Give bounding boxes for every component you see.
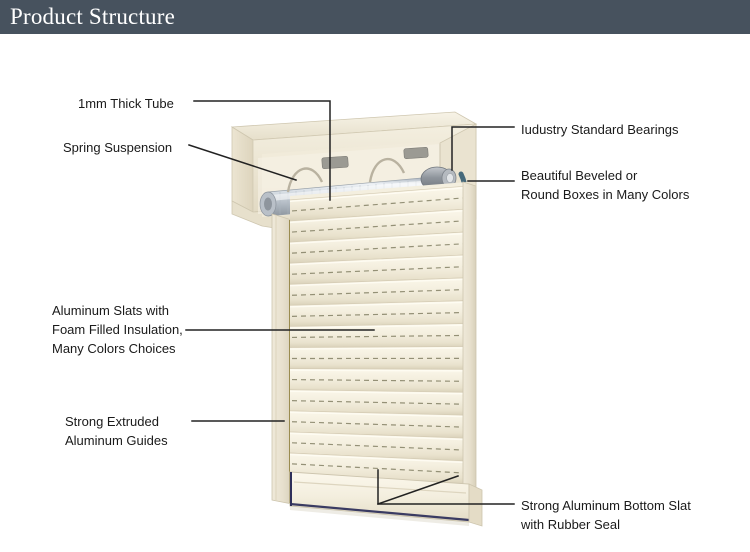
slat-ventilation-perforation [291,266,465,275]
slat [290,300,467,327]
slat-ventilation-perforation [291,442,465,451]
slat [290,208,467,243]
slat-ventilation-perforation [291,463,465,474]
slat-highlight [290,324,467,329]
callout-bearings: Iudustry Standard Bearings [521,120,679,139]
slat-highlight [290,278,467,287]
callout-spring-suspension: Spring Suspension [63,138,172,157]
bearing-inner-race [446,173,454,183]
slat-ventilation-perforation [291,220,465,233]
box-left-side [231,126,254,213]
callout-bearings-line: Iudustry Standard Bearings [521,122,679,137]
curtain-right-edge [462,181,477,489]
callout-boxes-line: Round Boxes in Many Colors [521,187,690,202]
slat [290,389,467,416]
callout-slats-line: Foam Filled Insulation, [52,322,183,337]
slat-ventilation-perforation [291,311,465,317]
slat-highlight [290,369,467,372]
callout-boxes: Beautiful Beveled or Round Boxes in Many … [521,166,689,204]
tube-left-endcap-hub [264,197,272,211]
slat-stack [290,185,467,484]
guide-rail-body [271,213,293,505]
guide-rail [271,213,293,505]
callout-boxes-line: Beautiful Beveled or [521,168,638,183]
slat-highlight [290,255,467,266]
slat-highlight [290,411,467,418]
slat [290,410,467,439]
slat [290,231,467,264]
slat [290,368,467,393]
callout-bottom-slat: Strong Aluminum Bottom Slat with Rubber S… [521,496,691,534]
callout-tube: 1mm Thick Tube [78,94,174,113]
slat-highlight [290,432,467,441]
bottom-slat-right-cap [468,483,483,527]
slat-ventilation-perforation [291,421,465,428]
callout-guides-line: Aluminum Guides [65,433,168,448]
slat-highlight [290,232,467,245]
slat-highlight [290,390,467,395]
page-header-bar: Product Structure [0,0,750,34]
slat-highlight [290,453,467,464]
slat [290,185,467,222]
slat-highlight [290,301,467,308]
slat-ventilation-perforation [291,197,465,212]
callout-slats-line: Many Colors Choices [52,341,176,356]
slat-ventilation-perforation [291,378,465,382]
callout-guides-line: Strong Extruded [65,414,159,429]
slat-ventilation-perforation [291,400,465,405]
callout-bottom-slat-line: Strong Aluminum Bottom Slat [521,498,691,513]
slat-ventilation-perforation [291,243,465,254]
bottom-shadow [290,506,469,526]
slat-curtain [290,182,467,484]
slat [290,431,467,462]
bottom-slat-rubber-seal [289,502,470,522]
slat-highlight [290,347,467,350]
slat-highlight [290,209,467,224]
callout-spring-suspension-line: Spring Suspension [63,140,173,155]
callout-bottom-slat-line: with Rubber Seal [521,517,620,532]
callout-tube-line: 1mm Thick Tube [78,96,174,111]
page-title: Product Structure [10,4,176,29]
callout-slats-line: Aluminum Slats with [52,303,170,318]
slat-ventilation-perforation [291,289,465,296]
slat-ventilation-perforation [291,334,465,339]
slat [290,346,467,370]
